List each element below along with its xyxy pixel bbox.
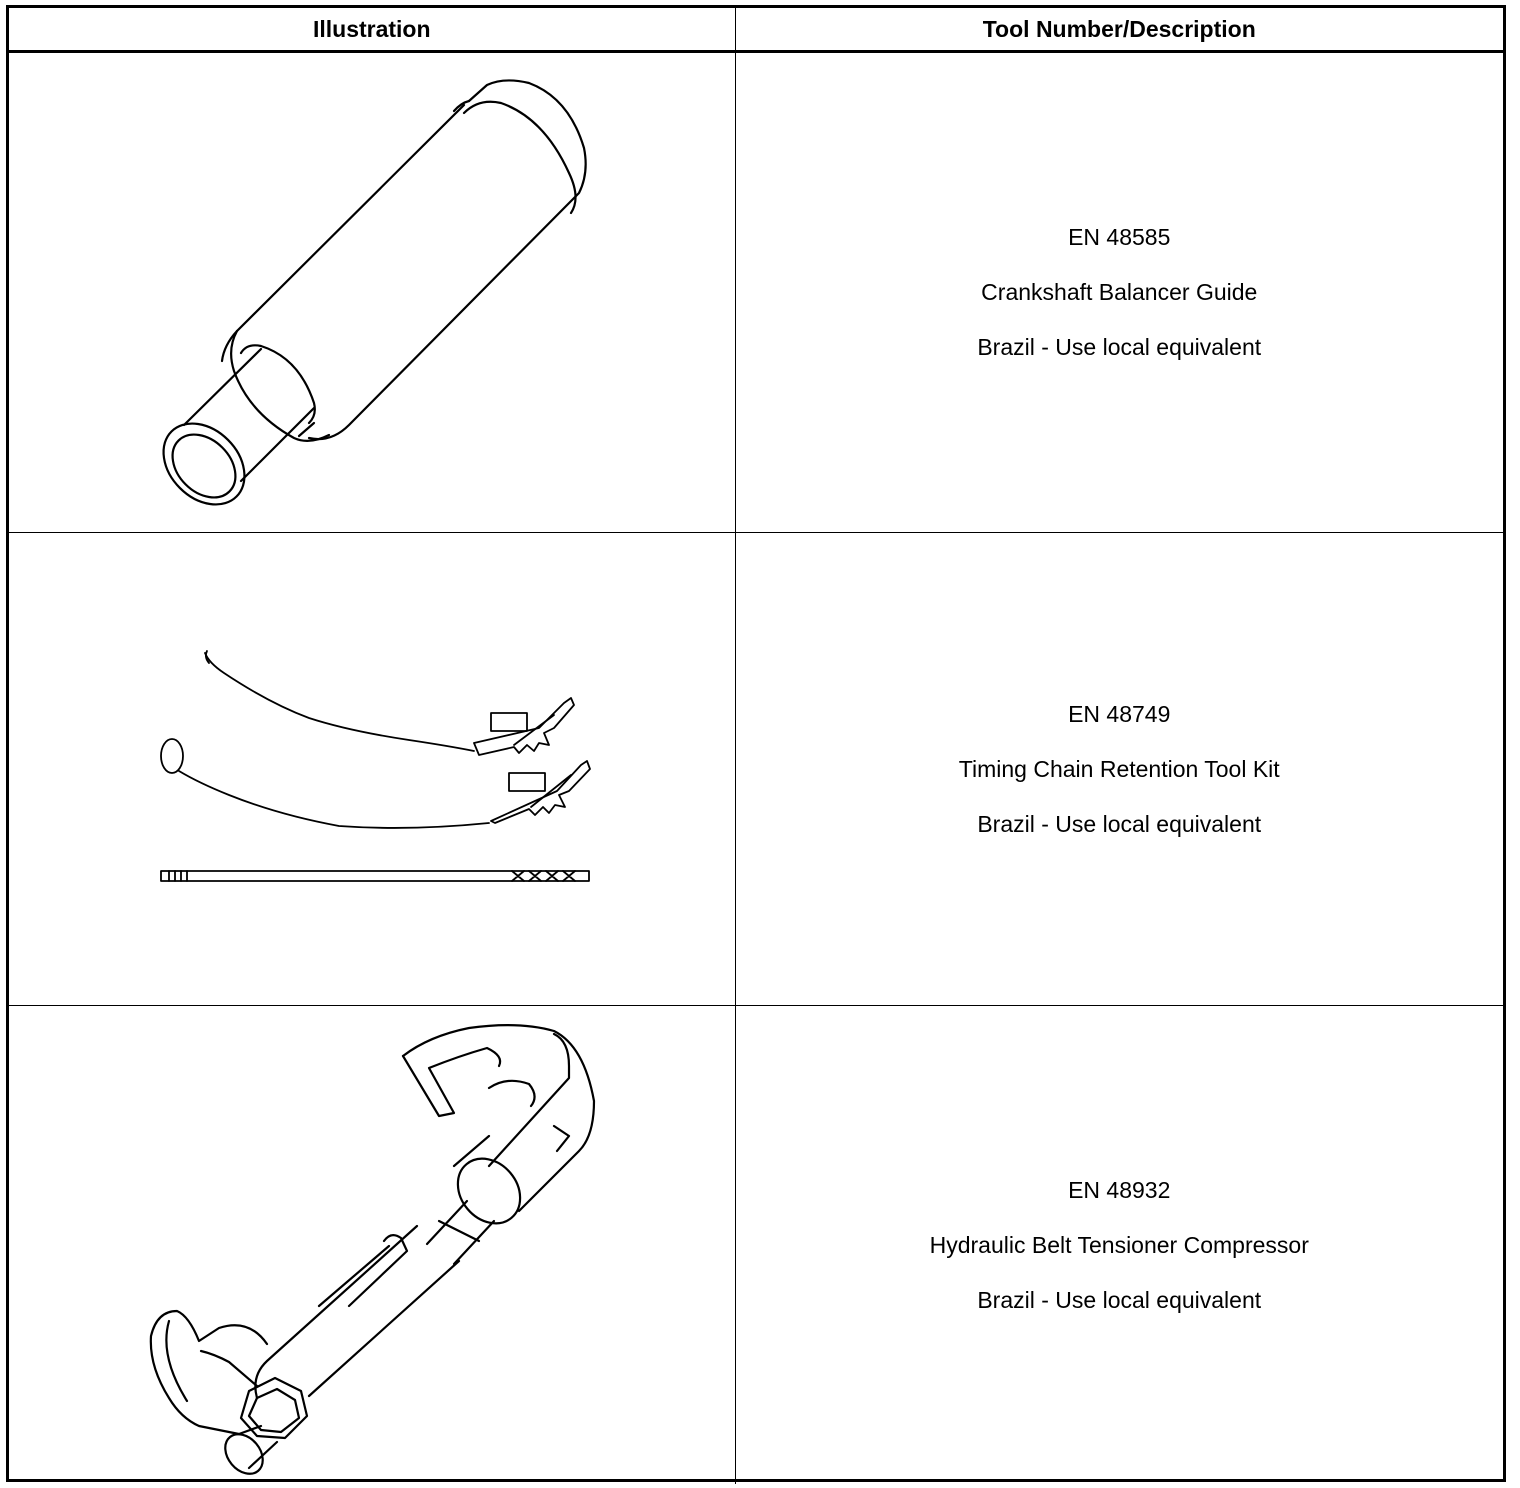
timing-chain-retention-kit-icon bbox=[160, 650, 591, 882]
belt-tensioner-compressor-icon bbox=[149, 1024, 596, 1475]
tool-name: Hydraulic Belt Tensioner Compressor bbox=[929, 1231, 1309, 1258]
table-row: EN 48585 Crankshaft Balancer Guide Brazi… bbox=[9, 51, 1503, 533]
description-cell: EN 48749 Timing Chain Retention Tool Kit… bbox=[734, 532, 1503, 1006]
table-row: EN 48749 Timing Chain Retention Tool Kit… bbox=[9, 532, 1503, 1006]
tool-name: Timing Chain Retention Tool Kit bbox=[958, 755, 1280, 782]
crankshaft-balancer-guide-icon bbox=[162, 79, 587, 506]
header-description: Tool Number/Description bbox=[734, 8, 1503, 53]
tool-note: Brazil - Use local equivalent bbox=[977, 334, 1262, 360]
table-row: EN 48932 Hydraulic Belt Tensioner Compre… bbox=[9, 1005, 1503, 1484]
tool-name: Crankshaft Balancer Guide bbox=[981, 279, 1258, 305]
description-cell: EN 48932 Hydraulic Belt Tensioner Compre… bbox=[734, 1005, 1503, 1484]
illustration-cell bbox=[9, 532, 736, 1006]
illustration-cell bbox=[9, 51, 736, 533]
tool-number: EN 48932 bbox=[1068, 1176, 1171, 1203]
tool-note: Brazil - Use local equivalent bbox=[977, 810, 1262, 837]
description-cell: EN 48585 Crankshaft Balancer Guide Brazi… bbox=[734, 51, 1503, 533]
tool-note: Brazil - Use local equivalent bbox=[977, 1286, 1262, 1313]
illustration-cell bbox=[9, 1005, 736, 1484]
special-tools-table: Illustration Tool Number/Description bbox=[9, 8, 1503, 1484]
tool-table-frame: Illustration Tool Number/Description bbox=[6, 5, 1506, 1484]
header-illustration: Illustration bbox=[9, 8, 736, 53]
tool-number: EN 48749 bbox=[1068, 700, 1171, 727]
tool-number: EN 48585 bbox=[1068, 224, 1171, 250]
table-header-row: Illustration Tool Number/Description bbox=[9, 8, 1503, 53]
